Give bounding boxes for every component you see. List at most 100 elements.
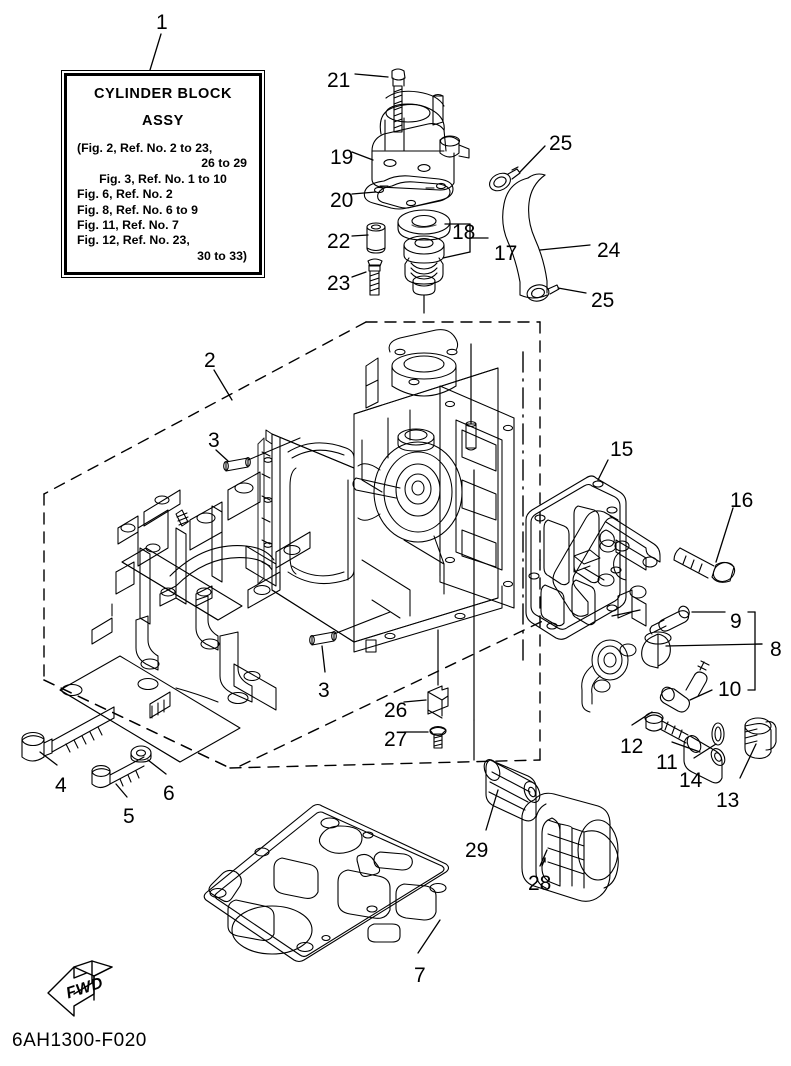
callout-reference-line: (Fig. 2, Ref. No. 2 to 23, xyxy=(77,141,213,155)
part-number-label-thermostat-assembly: 17 xyxy=(494,242,518,265)
leader-19 xyxy=(351,151,374,161)
part-6-washer xyxy=(130,745,152,763)
part-number-label-gasket-oil-pump-cover: 15 xyxy=(610,438,634,461)
crankcase-cover-left xyxy=(59,471,311,763)
part-7-gasket-exhaust xyxy=(203,803,450,963)
part-number-label-washer: 6 xyxy=(163,782,175,805)
part-number-label-oil-pipe-sleeve: 11 xyxy=(656,751,678,774)
leader-23 xyxy=(351,271,367,278)
part-number-label-plug-drain: 13 xyxy=(716,789,740,812)
leader-5 xyxy=(115,783,128,798)
part-number-label-oil-pipe-joint: 9 xyxy=(730,610,742,633)
leader-28c xyxy=(539,849,548,867)
part-19-thermostat-cover xyxy=(371,90,470,191)
callout-inner: CYLINDER BLOCK ASSY (Fig. 2, Ref. No. 2 … xyxy=(64,73,262,275)
leader-12-inner xyxy=(611,609,641,617)
part-15-gasket xyxy=(525,475,627,640)
leader-25b xyxy=(557,287,587,294)
part-number-label-gasket-thermostat-cover: 20 xyxy=(330,189,354,212)
part-number-label-dowel-pin-lower: 3 xyxy=(318,679,330,702)
assembly-boundary-dashed-inner xyxy=(239,619,546,767)
callout-reference-line: Fig. 3, Ref. No. 1 to 10 xyxy=(99,171,227,186)
cylinder-block-main xyxy=(257,329,515,653)
leader-26 xyxy=(403,699,427,703)
part-9-joint xyxy=(649,605,690,635)
leader-15 xyxy=(597,459,609,481)
part-number-label-bolt-thermostat-cover: 21 xyxy=(327,69,351,92)
callout-title-line2: ASSY xyxy=(142,113,184,129)
part-4-bolt-long xyxy=(21,706,115,762)
leader-1 xyxy=(149,33,162,71)
callout-reference-line: Fig. 6, Ref. No. 2 xyxy=(77,187,173,202)
leader-7 xyxy=(417,919,441,954)
drawing-number: 6AH1300-F020 xyxy=(12,1030,147,1051)
part-23-bolt xyxy=(367,258,383,296)
leader-20 xyxy=(351,191,377,195)
part-8-fitting xyxy=(641,631,672,669)
part-number-label-anode: 26 xyxy=(384,699,408,722)
part-22-bushing xyxy=(366,222,386,254)
leader-16 xyxy=(715,507,734,563)
pin-path-3a xyxy=(247,437,301,461)
part-number-label-fitting-assembly: 8 xyxy=(770,638,782,661)
leader-11 xyxy=(671,741,701,753)
fwd-label: FWD xyxy=(64,974,106,1003)
callout-reference-line: 30 to 33) xyxy=(197,248,247,263)
part-13-plug xyxy=(744,717,777,759)
oil-pump-bracket xyxy=(552,510,661,713)
part-number-label-thermostat-seat: 18 xyxy=(452,221,476,244)
part-25a-clamp xyxy=(489,166,521,192)
leader-17-inner xyxy=(442,251,471,259)
part-number-label-hose-clamp-upper: 25 xyxy=(549,132,573,155)
part-25b-clamp xyxy=(526,284,560,302)
part-number-label-relief-valve: 10 xyxy=(718,678,742,701)
callout-reference-line: Fig. 11, Ref. No. 7 xyxy=(77,218,179,233)
part-3a-dowel-pin xyxy=(223,456,251,472)
leader-22 xyxy=(351,234,369,237)
leader-12 xyxy=(631,711,653,726)
leader-29 xyxy=(485,789,499,831)
part-18-seat xyxy=(397,209,451,241)
part-number-label-oil-filter-stud: 29 xyxy=(465,839,489,862)
callout-reference-line: Fig. 12, Ref. No. 23, xyxy=(77,233,190,248)
part-number-label-cylinder-block-assy: 1 xyxy=(156,11,168,34)
leader-3b xyxy=(321,645,326,673)
group-bracket-8 xyxy=(747,611,763,691)
leader-21 xyxy=(354,73,389,78)
part-number-label-oil-filter: 28 xyxy=(528,872,552,895)
part-number-label-water-hose: 24 xyxy=(597,239,621,262)
part-29-stud xyxy=(483,759,541,822)
callout-box: CYLINDER BLOCK ASSY (Fig. 2, Ref. No. 2 … xyxy=(61,70,265,278)
leader-24 xyxy=(539,244,591,251)
leader-3a xyxy=(215,449,229,462)
fwd-marker: FWD xyxy=(40,962,120,1020)
leader-10 xyxy=(689,689,713,701)
callout-reference-line: Fig. 8, Ref. No. 6 to 9 xyxy=(77,202,198,217)
leader-13 xyxy=(739,743,757,779)
part-11-sleeve xyxy=(683,735,726,784)
leader-4 xyxy=(39,751,58,766)
part-number-label-cylinder-crankcase-group: 2 xyxy=(204,349,216,372)
leader-2 xyxy=(213,369,233,401)
part-number-label-bushing: 22 xyxy=(327,230,351,253)
part-number-label-hose-clamp-lower: 25 xyxy=(591,289,615,312)
part-number-label-bolt-anode: 27 xyxy=(384,728,408,751)
part-12-bolt xyxy=(644,712,689,744)
part-20-gasket xyxy=(363,175,454,210)
leader-14 xyxy=(693,743,717,759)
fwd-arrow-icon xyxy=(47,960,113,1017)
callout-reference-line: 26 to 29 xyxy=(201,156,247,171)
part-17-thermostat xyxy=(403,235,445,314)
part-number-label-bolt-short: 5 xyxy=(123,805,135,828)
part-28-oil-filter xyxy=(521,792,619,902)
part-number-label-bolt-long: 4 xyxy=(55,774,67,797)
part-21-bolt xyxy=(391,68,406,133)
part-24-water-hose xyxy=(502,173,548,299)
part-26-anode xyxy=(427,685,449,719)
leader-25a xyxy=(519,145,546,173)
part-number-label-bolt-bracket: 12 xyxy=(620,735,644,758)
part-number-label-thermostat-cover: 19 xyxy=(330,146,354,169)
